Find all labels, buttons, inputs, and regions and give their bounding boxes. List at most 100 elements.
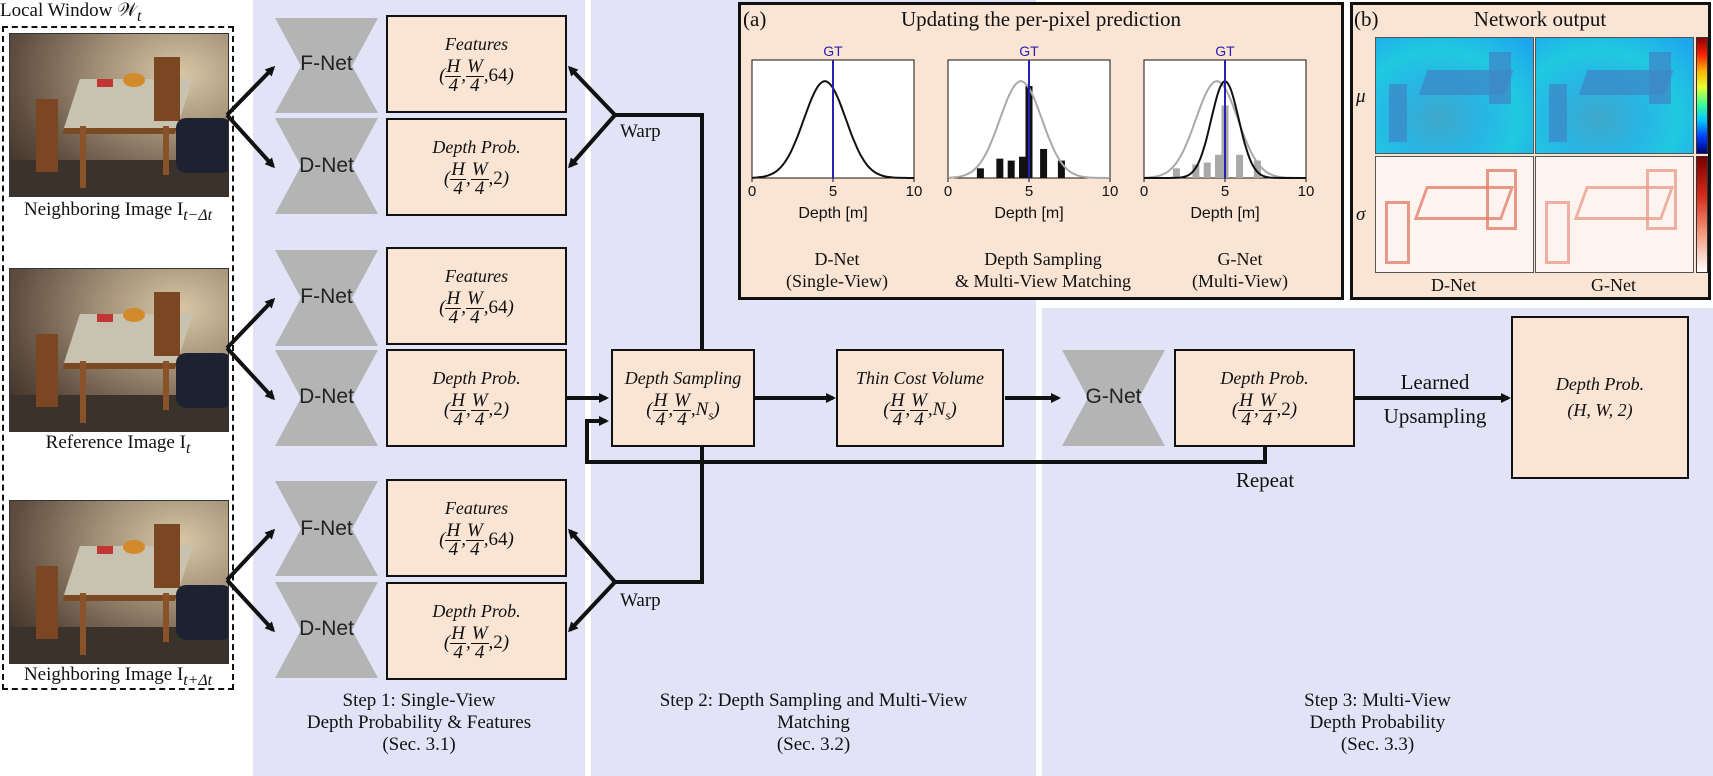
inset-a-caption-1: D-Net(Single-View): [786, 249, 888, 291]
neighbor-image-next: [9, 500, 229, 664]
image-label-ref-sub: t: [185, 439, 191, 457]
inset-a-caption-3: G-Net(Multi-View): [1192, 249, 1288, 291]
warp-label-top: Warp: [620, 121, 661, 142]
reference-image: [9, 268, 229, 432]
image-label-ref: Reference Image It: [2, 432, 234, 460]
x-tick-label: 0: [1140, 183, 1148, 200]
thin-cost-volume-title: Thin Cost Volume: [855, 367, 984, 388]
bar: [1057, 160, 1065, 178]
final-depth-prob-title: Depth Prob.: [1555, 373, 1645, 394]
colorbar-mu: [1696, 37, 1708, 154]
bar: [1007, 160, 1015, 178]
depth-prob-box-title: Depth Prob.: [432, 367, 521, 388]
inset-b-title: Network output: [1473, 7, 1607, 31]
x-tick-label: 0: [944, 183, 952, 200]
heatmap-mu-dnet: [1375, 37, 1534, 154]
gnet-shape: [1062, 350, 1165, 446]
image-label-ref-text: Reference Image I: [45, 432, 186, 453]
final-depth-prob-box: Depth Prob. (H, W, 2): [1511, 316, 1689, 479]
fnet-label-3: F-Net: [300, 517, 353, 540]
warp-label-bottom: Warp: [620, 590, 661, 611]
gt-label: GT: [1215, 43, 1235, 59]
depth-sampling-title: Depth Sampling: [624, 367, 742, 388]
x-tick-label: 5: [829, 183, 837, 200]
local-window-title-sub: t: [137, 7, 142, 25]
colorbar-sigma: [1696, 156, 1708, 273]
bar: [1236, 154, 1244, 178]
dnet-label-2: D-Net: [299, 385, 354, 408]
inset-b-tag: (b): [1354, 7, 1379, 31]
x-axis-label: Depth [m]: [994, 205, 1063, 222]
dnet-label-1: D-Net: [299, 154, 354, 177]
inset-a-caption-2: Depth Sampling& Multi-View Matching: [955, 249, 1131, 291]
dnet-label-3: D-Net: [299, 617, 354, 640]
local-window-title-text: Local Window 𝒲: [0, 0, 137, 21]
gt-label: GT: [1019, 43, 1039, 59]
final-depth-prob-shape: (H, W, 2): [1567, 399, 1633, 420]
x-tick-label: 5: [1025, 183, 1033, 200]
neighbor-image-prev: [9, 33, 229, 197]
fnet-label-2: F-Net: [300, 285, 353, 308]
bar: [1172, 168, 1180, 178]
gnet-label: G-Net: [1085, 385, 1142, 408]
inset-b-row-mu: μ: [1356, 86, 1366, 107]
x-tick-label: 0: [748, 183, 756, 200]
learned-upsampling-label-2: Upsampling: [1383, 404, 1487, 428]
fnet-shape-3: [275, 481, 378, 576]
gnet-depth-prob-title: Depth Prob.: [1220, 367, 1309, 388]
fnet-shape-1: [275, 18, 378, 113]
bar: [1019, 156, 1027, 178]
local-window-frame: [2, 26, 234, 690]
inset-b-col-dnet: D-Net: [1431, 275, 1476, 295]
depth-prob-box-title: Depth Prob.: [432, 600, 521, 621]
image-label-next: Neighboring Image It+Δt: [2, 664, 234, 692]
bar: [1192, 164, 1200, 178]
dnet-shape-3: [275, 582, 378, 678]
dnet-shape-1: [275, 118, 378, 214]
x-axis-label: Depth [m]: [798, 205, 867, 222]
image-label-next-text: Neighboring Image I: [23, 664, 184, 685]
x-tick-label: 10: [1102, 183, 1119, 200]
heatmap-mu-gnet: [1535, 37, 1694, 154]
gt-label: GT: [823, 43, 843, 59]
inset-b-row-sigma: σ: [1356, 204, 1366, 225]
bar: [996, 158, 1004, 178]
features-box-title: Features: [444, 33, 509, 54]
bar: [1040, 148, 1048, 178]
image-label-prev-text: Neighboring Image I: [23, 199, 184, 220]
x-tick-label: 10: [906, 183, 923, 200]
bar: [976, 168, 984, 178]
fnet-shape-2: [275, 250, 378, 346]
features-box-title: Features: [444, 265, 509, 286]
depth-prob-box-title: Depth Prob.: [432, 136, 521, 157]
x-axis-label: Depth [m]: [1190, 205, 1259, 222]
image-label-prev-sub: t−Δt: [183, 206, 213, 224]
local-window-title: Local Window 𝒲t: [0, 0, 141, 28]
inset-a-title: Updating the per-pixel prediction: [900, 7, 1182, 31]
x-tick-label: 5: [1221, 183, 1229, 200]
bar: [1215, 154, 1223, 178]
dnet-shape-2: [275, 350, 378, 446]
learned-upsampling-label-1: Learned: [1400, 370, 1470, 394]
